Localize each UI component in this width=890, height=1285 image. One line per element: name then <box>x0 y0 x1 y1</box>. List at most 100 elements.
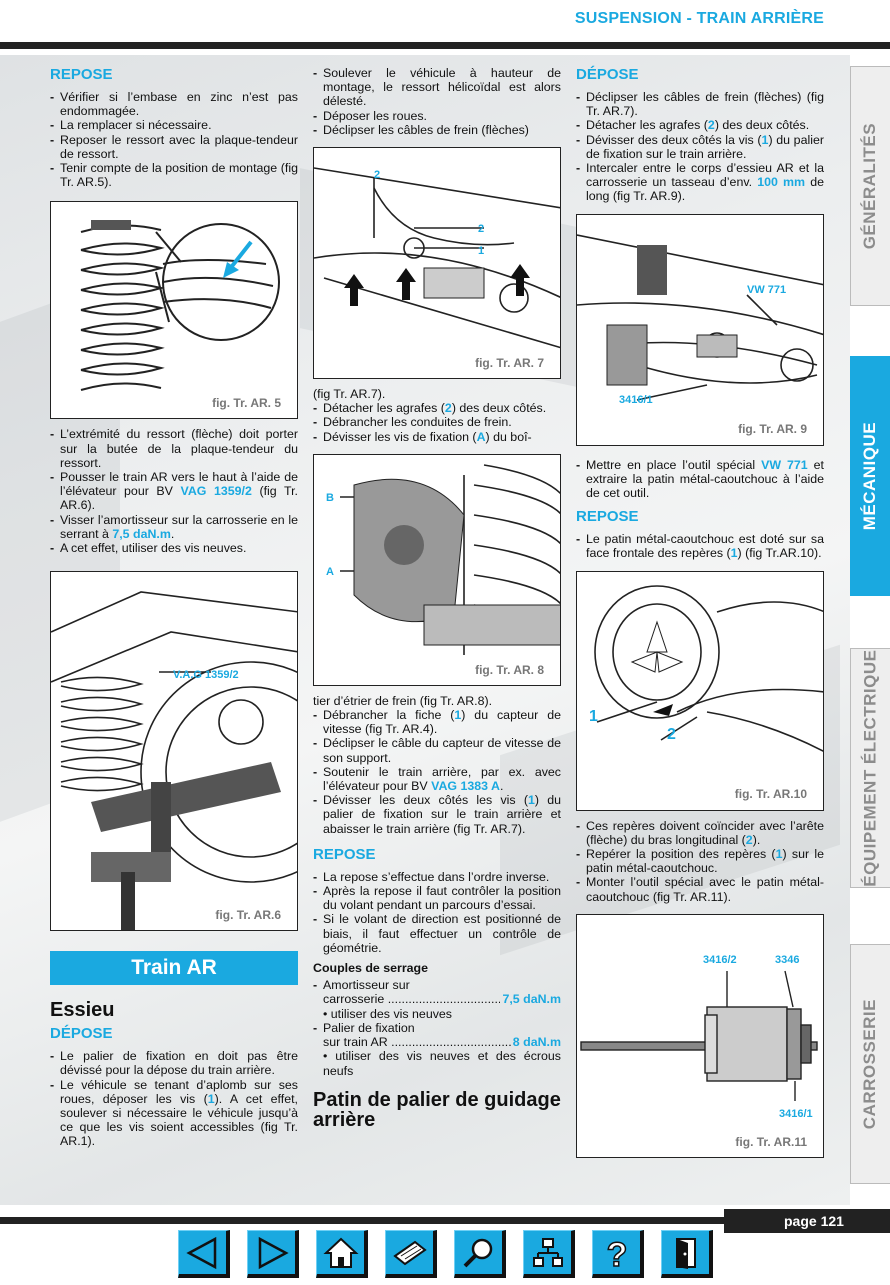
torque-value: 8 daN.m <box>512 1035 561 1050</box>
list-item: A cet effet, utiliser des vis neuves. <box>50 541 298 555</box>
text-span: Ces repères doivent coïncider avec l’arê… <box>586 818 824 847</box>
brake-list: Détacher les agrafes (2) des deux côtés.… <box>313 401 561 444</box>
tab-label: CARROSSERIE <box>860 998 880 1130</box>
text-span: ). A cet effet, soulever si nécessaire l… <box>60 1091 298 1149</box>
text-span: de long (fig Tr. AR.9). <box>586 175 824 204</box>
callout-label: A <box>326 565 334 578</box>
section-heading-depose: DÉPOSE <box>576 66 639 83</box>
contents-button[interactable] <box>523 1230 575 1278</box>
search-icon <box>463 1238 492 1267</box>
section-heading-repose: REPOSE <box>576 508 639 526</box>
item-number: 2 <box>745 832 753 847</box>
figure-tr-ar-6: V.A.G 1359/2 fig. Tr. AR.6 <box>50 571 298 932</box>
list-item: Dévisser les vis de fixation (A) du boî- <box>313 430 561 444</box>
callout-label: 2 <box>667 725 676 743</box>
item-number: 1 <box>527 793 535 808</box>
list-item: Reposer le ressort avec la plaque-tendeu… <box>50 133 298 161</box>
text-span: ). <box>752 832 761 847</box>
sensor-list: Débrancher la fiche (1) du capteur de vi… <box>313 708 561 836</box>
svg-text:?: ? <box>606 1236 627 1271</box>
text-span: Visser l’amortisseur sur la carrosserie … <box>60 512 298 541</box>
tool-label: 3416/2 <box>703 953 737 966</box>
tab-generalites[interactable]: GÉNÉRALITÉS <box>850 66 890 306</box>
torque-title: Amortisseur sur <box>323 978 410 993</box>
print-button[interactable] <box>385 1230 437 1278</box>
depose-list: Le palier de fixation en doit pas être d… <box>50 1049 298 1148</box>
axle-lift-illustration <box>51 591 297 931</box>
spring-illustration <box>80 220 280 392</box>
figure-tr-ar-7: 2 2 1 fig. Tr. AR. 7 <box>313 147 561 380</box>
print-icon <box>392 1240 427 1265</box>
home-button[interactable] <box>316 1230 368 1278</box>
text-span: Dévisser les deux côtés les vis ( <box>323 793 528 808</box>
list-item: Pousser le train AR vers le haut à l’aid… <box>50 470 298 513</box>
figure-tr-ar-10: 1 2 fig. Tr. AR.10 <box>576 570 824 811</box>
figure-caption: fig. Tr. AR. 5 <box>212 396 281 411</box>
callout-label: 1 <box>589 707 598 725</box>
tool-label: 3416/1 <box>619 393 653 406</box>
list-item: Tenir compte de la position de montage (… <box>50 161 298 189</box>
text-span: ) sur le patin métal-caoutchouc. <box>586 847 824 876</box>
tool-list: Mettre en place l’outil spécial VW 771 e… <box>576 458 824 501</box>
search-button[interactable] <box>454 1230 506 1278</box>
previous-button[interactable] <box>178 1230 230 1278</box>
tab-mecanique[interactable]: MÉCANIQUE <box>850 356 890 596</box>
text-span: Dévisser les vis de fixation ( <box>323 429 477 444</box>
callout-label: 2 <box>478 223 485 236</box>
figure-caption: fig. Tr. AR.10 <box>734 787 807 802</box>
text-span: Intercaler entre le corps d’essieu AR et… <box>586 161 824 190</box>
list-item: L’extrémité du ressort (flèche) doit por… <box>50 427 298 470</box>
text-span: Soutenir le train arrière, par ex. avec … <box>323 764 561 794</box>
torque-title: Palier de fixation <box>323 1020 415 1035</box>
tab-carrosserie[interactable]: CARROSSERIE <box>850 944 890 1184</box>
figure-caption: fig. Tr. AR. 9 <box>738 422 807 437</box>
dimension-value: 100 mm <box>757 175 806 190</box>
page-number: page 121 <box>724 1209 890 1233</box>
text-span: Repérer la position des repères ( <box>586 847 776 862</box>
callout-label: 2 <box>374 169 381 182</box>
text-span: Le patin métal-caoutchouc est doté sur s… <box>586 532 824 561</box>
text-span: ) des deux côtés. <box>451 401 547 416</box>
text-span: . <box>500 779 504 794</box>
item-number: 2 <box>707 118 715 133</box>
contents-icon <box>532 1237 563 1267</box>
column-1: REPOSE Vérifier si l’embase en zinc n’es… <box>50 62 298 1149</box>
list-item: Si le volant de direction est positionné… <box>313 912 561 955</box>
list-item: Débrancher les conduites de frein. <box>313 415 561 429</box>
torque-row-wrap: carrosserie7,5 daN.m <box>323 992 561 1006</box>
repose-list: Le patin métal-caoutchouc est doté sur s… <box>576 532 824 560</box>
list-item: Détacher les agrafes (2) des deux côtés. <box>313 401 561 415</box>
item-number: 1 <box>775 847 783 862</box>
list-item: Soutenir le train arrière, par ex. avec … <box>313 765 561 793</box>
figure-caption: fig. Tr. AR.6 <box>215 908 281 923</box>
tab-label: MÉCANIQUE <box>860 421 880 531</box>
tab-equipement-electrique[interactable]: ÉQUIPEMENT ÉLECTRIQUE <box>850 648 890 888</box>
callout-label: 1 <box>478 245 485 258</box>
text-span: Mettre en place l’outil spécial <box>586 457 762 472</box>
spring-list: L’extrémité du ressort (flèche) doit por… <box>50 427 298 555</box>
callout-label: B <box>326 491 334 504</box>
item-letter: A <box>476 429 486 444</box>
item-number: 1 <box>454 708 462 723</box>
figure-tr-ar-8: B A fig. Tr. AR. 8 <box>313 453 561 686</box>
text-span: Débrancher la fiche ( <box>323 708 455 723</box>
torque-note: • utiliser des vis neuves <box>323 1006 452 1021</box>
item-number: 1 <box>207 1091 215 1106</box>
torque-note: • utiliser des vis neuves et des écrous … <box>323 1049 561 1078</box>
list-item: Détacher les agrafes (2) des deux côtés. <box>576 118 824 132</box>
text-span: Le véhicule se tenant d’aplomb sur ses r… <box>60 1077 298 1106</box>
exit-button[interactable] <box>661 1230 713 1278</box>
text-span: Détacher les agrafes ( <box>323 401 445 416</box>
section-banner: Train AR <box>50 951 298 986</box>
list-item: Déclipser les câbles de frein (flèches) … <box>576 90 824 118</box>
text-span: et extraire la patin métal-caoutchouc à … <box>586 457 824 501</box>
torque-row-wrap: sur train AR8 daN.m <box>323 1035 561 1049</box>
axle-bracket-illustration <box>577 233 823 401</box>
list-item: Le véhicule se tenant d’aplomb sur ses r… <box>50 1078 298 1149</box>
next-button[interactable] <box>247 1230 299 1278</box>
text-span: . <box>170 526 175 541</box>
help-button[interactable]: ? <box>592 1230 644 1278</box>
list-item: Débrancher la fiche (1) du capteur de vi… <box>313 708 561 736</box>
top-list: Soulever le véhicule à hauteur de montag… <box>313 66 561 137</box>
figure-caption: fig. Tr. AR.11 <box>735 1134 807 1149</box>
